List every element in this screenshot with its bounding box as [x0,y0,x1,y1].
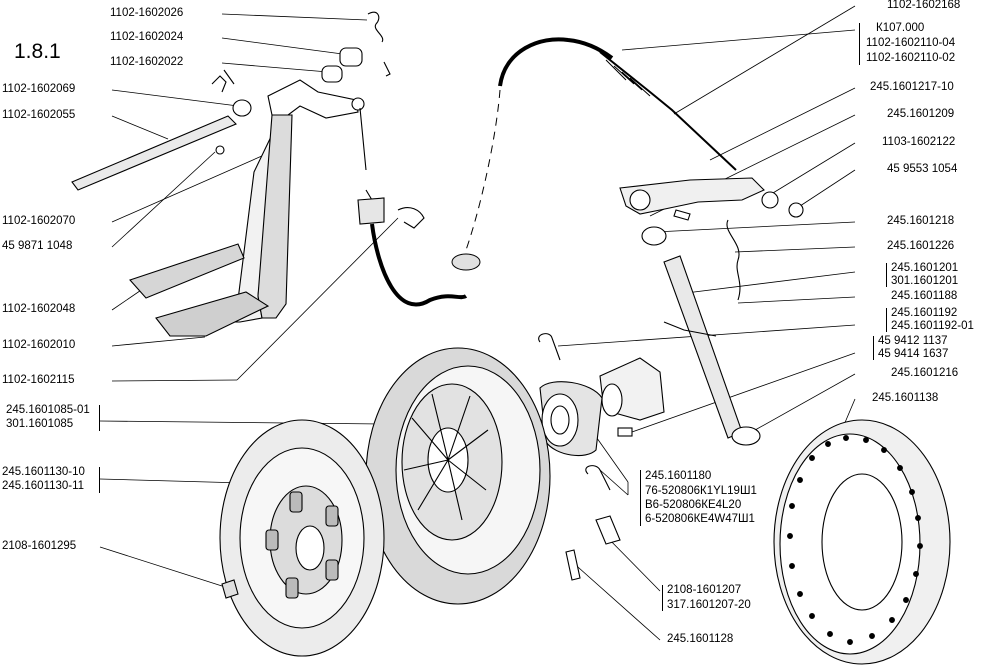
label-bearing-76-520806: 76-520806К1YL19Ш1 [645,485,757,497]
release-fork-assembly [619,177,804,446]
label-bearing-v6-520806: В6-520806КЕ4L20 [645,499,742,511]
bracket-1601130 [99,467,100,493]
label-1102-1602070: 1102-1602070 [2,215,76,227]
label-bearing-6-520806: 6-520806КЕ4W47Ш1 [645,513,755,525]
label-1102-1602022: 1102-1602022 [110,56,184,68]
label-1103-1602122: 1103-1602122 [882,136,956,148]
label-2108-1601207: 2108-1601207 [667,584,742,596]
clutch-cable [451,37,737,271]
label-1102-1602168: 1102-1602168 [887,0,961,11]
label-245-1601201: 245.1601201 [891,262,959,274]
label-245-1601192: 245.1601192 [891,307,958,319]
clutch-disc [219,419,385,657]
label-245-1601128: 245.1601128 [667,633,734,645]
label-45-9553-1054: 45 9553 1054 [887,163,958,175]
flywheel-ring [773,419,951,665]
label-45-9412-1137: 45 9412 1137 [878,335,948,347]
pedal-assembly [71,11,468,337]
label-1102-1602024: 1102-1602024 [110,31,184,43]
label-301-1601085: 301.1601085 [6,418,74,430]
label-1102-1602026: 1102-1602026 [110,7,184,19]
label-245-1601217-10: 245.1601217-10 [870,81,954,93]
label-245-1601085-01: 245.1601085-01 [6,404,90,416]
bracket-1601180 [640,470,641,526]
release-bearing [538,333,665,581]
bracket-1601207 [662,585,663,611]
figure-number: 1.8.1 [14,40,61,63]
label-245-1601180: 245.1601180 [645,470,712,482]
label-301-1601201: 301.1601201 [891,275,959,287]
label-1102-1602069: 1102-1602069 [2,83,76,95]
label-317-1601207-20: 317.1601207-20 [667,599,751,611]
label-1102-1602115: 1102-1602115 [2,374,75,386]
label-245-1601209: 245.1601209 [887,108,955,120]
bracket-1601201 [886,263,887,287]
label-2108-1601295: 2108-1601295 [2,540,77,552]
pressure-plate [365,347,551,605]
label-245-1601218: 245.1601218 [887,215,955,227]
label-245-1601188: 245.1601188 [891,290,958,302]
label-1102-1602110-04: 1102-1602110-04 [866,37,956,49]
label-1102-1602055: 1102-1602055 [2,109,76,121]
label-245-1601192-01: 245.1601192-01 [891,320,974,332]
label-1102-1602110-02: 1102-1602110-02 [866,52,956,64]
label-245-1601130-10: 245.1601130-10 [2,466,85,478]
label-45-9414-1637: 45 9414 1637 [878,348,949,360]
label-1102-1602010: 1102-1602010 [2,339,76,351]
label-245-1601130-11: 245.1601130-11 [2,480,85,492]
bracket-9412 [873,336,874,360]
label-1102-1602048: 1102-1602048 [2,303,76,315]
label-45-9871-1048: 45 9871 1048 [2,240,73,252]
label-245-1601138: 245.1601138 [872,392,939,404]
label-245-1601216: 245.1601216 [891,367,959,379]
label-k107-000: К107.000 [876,22,925,34]
label-245-1601226: 245.1601226 [887,240,955,252]
bracket-1601085 [99,405,100,431]
bracket-1602110 [859,23,860,65]
bracket-1601192 [886,308,887,332]
